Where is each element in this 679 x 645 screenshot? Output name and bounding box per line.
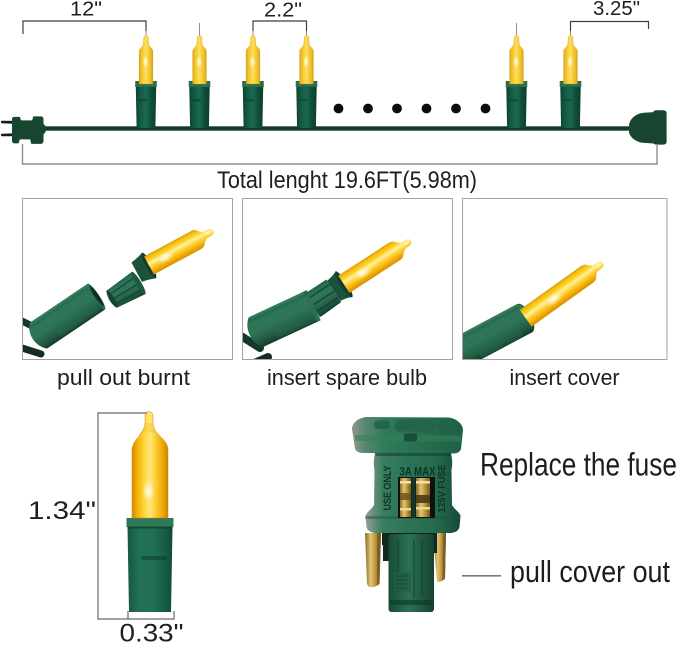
svg-text:3.25": 3.25"	[593, 0, 640, 20]
svg-text:1.34": 1.34"	[28, 497, 96, 525]
svg-text:2.2": 2.2"	[264, 0, 302, 22]
svg-text:USE ONLY: USE ONLY	[382, 465, 394, 511]
svg-text:pull out burnt: pull out burnt	[57, 365, 190, 390]
svg-text:0.33": 0.33"	[120, 620, 184, 645]
svg-text:125V FUSE: 125V FUSE	[437, 464, 448, 512]
svg-text:Replace the fuse: Replace the fuse	[480, 447, 677, 483]
svg-text:Total lenght 19.6FT(5.98m): Total lenght 19.6FT(5.98m)	[217, 167, 477, 194]
svg-text:12": 12"	[70, 0, 102, 21]
svg-text:insert cover: insert cover	[510, 365, 620, 390]
svg-text:pull cover out: pull cover out	[510, 554, 670, 589]
svg-text:3A MAX: 3A MAX	[400, 467, 436, 479]
svg-text:insert spare bulb: insert spare bulb	[267, 365, 427, 390]
